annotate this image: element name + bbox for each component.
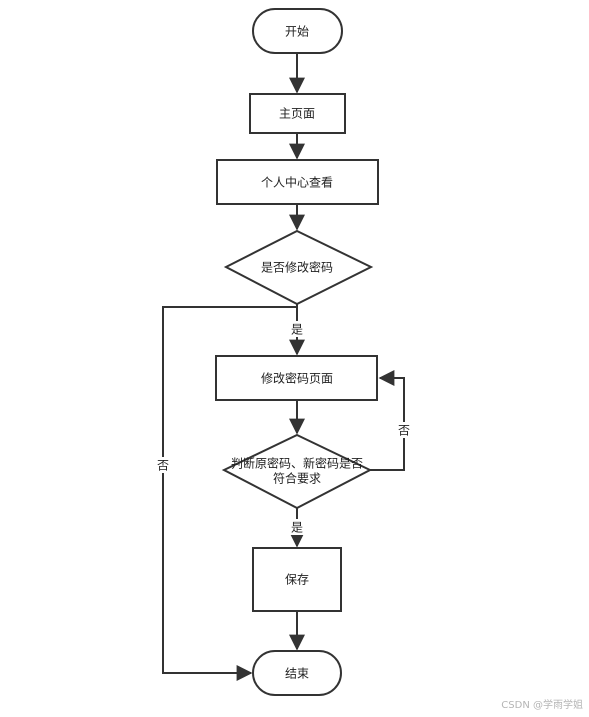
change-password-page-label: 修改密码页面 [261, 371, 333, 386]
edge-label-bg [289, 519, 305, 535]
decision1-yes-label: 是 [291, 323, 303, 337]
check-password-decision: 判断原密码、新密码是否 符合要求 [221, 433, 373, 510]
profile-label: 个人中心查看 [261, 175, 333, 190]
profile-node: 个人中心查看 [216, 159, 379, 205]
home-label: 主页面 [279, 107, 315, 121]
decision1-no-label: 否 [157, 459, 169, 473]
decision2-no-label: 否 [398, 424, 410, 438]
end-node: 结束 [252, 650, 342, 696]
save-node: 保存 [252, 547, 342, 612]
decision2-yes-label: 是 [291, 521, 303, 535]
check-password-decision-label-line1: 判断原密码、新密码是否 [231, 456, 363, 471]
start-node: 开始 [252, 8, 343, 54]
edge-label-bg [155, 457, 171, 473]
start-label: 开始 [285, 25, 309, 39]
watermark: CSDN @学雨学姐 [501, 700, 583, 711]
edge-label-bg [396, 422, 412, 438]
end-label: 结束 [285, 667, 309, 681]
save-label: 保存 [285, 573, 309, 587]
edge-decision1-no [162, 306, 297, 681]
check-password-decision-label-line2: 符合要求 [273, 471, 321, 486]
edge-label-bg [289, 321, 305, 337]
change-password-decision-label: 是否修改密码 [261, 260, 333, 275]
change-password-decision: 是否修改密码 [223, 229, 374, 306]
home-node: 主页面 [249, 93, 346, 134]
change-password-page-node: 修改密码页面 [215, 355, 378, 401]
